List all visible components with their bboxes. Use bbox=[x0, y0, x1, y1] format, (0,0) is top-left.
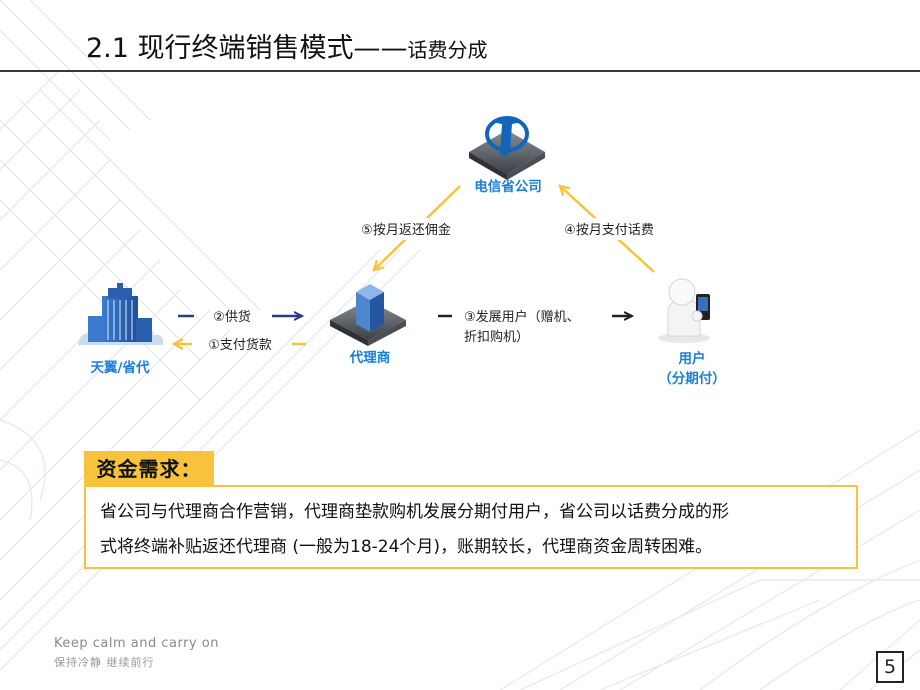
edge-develop-label-1: ③发展用户（赠机、 bbox=[464, 309, 580, 325]
node-user-label-2: （分期付） bbox=[658, 370, 726, 387]
edge-develop-label-2: 折扣购机） bbox=[464, 329, 529, 345]
title-divider bbox=[0, 70, 920, 72]
page-title: 2.1 现行终端销售模式——话费分成 bbox=[86, 26, 488, 65]
description-line-2: 式将终端补贴返还代理商 (一般为18-24个月)，账期较长，代理商资金周转困难。 bbox=[100, 537, 713, 557]
node-telecom-label: 电信省公司 bbox=[474, 178, 542, 195]
page-title-main: 2.1 现行终端销售模式—— bbox=[86, 33, 408, 64]
user-phone-icon bbox=[658, 278, 710, 343]
edge-supply-label: ②供货 bbox=[213, 309, 251, 325]
edge-commission-label: ⑤按月返还佣金 bbox=[361, 222, 451, 238]
funding-need-header: 资金需求： bbox=[84, 451, 214, 487]
footer-slogan-cn: 保持冷静 继续前行 bbox=[54, 656, 155, 669]
building-icon bbox=[78, 283, 164, 345]
commission-label-bg bbox=[348, 218, 464, 240]
description-line-1: 省公司与代理商合作营销，代理商垫款购机发展分期付用户，省公司以话费分成的形 bbox=[100, 502, 729, 522]
node-user-label-1: 用户 bbox=[679, 350, 706, 367]
footer-slogan-en: Keep calm and carry on bbox=[54, 636, 219, 651]
node-tianyi-label: 天翼/省代 bbox=[91, 359, 150, 376]
page-number: 5 bbox=[876, 651, 904, 683]
edge-pay-goods-label: ①支付货款 bbox=[208, 337, 272, 353]
pay-fee-label-bg bbox=[552, 218, 666, 240]
telecom-logo-icon bbox=[469, 116, 545, 180]
node-agent-label: 代理商 bbox=[349, 349, 391, 366]
funding-need-description: 省公司与代理商合作营销，代理商垫款购机发展分期付用户，省公司以话费分成的形 式将… bbox=[84, 485, 858, 569]
title-bar: 2.1 现行终端销售模式——话费分成 bbox=[0, 0, 920, 72]
agent-building-icon bbox=[330, 284, 406, 346]
funding-need-title: 资金需求： bbox=[96, 457, 202, 481]
page-title-sub: 话费分成 bbox=[407, 38, 488, 62]
edge-pay-fee-label: ④按月支付话费 bbox=[564, 223, 654, 238]
